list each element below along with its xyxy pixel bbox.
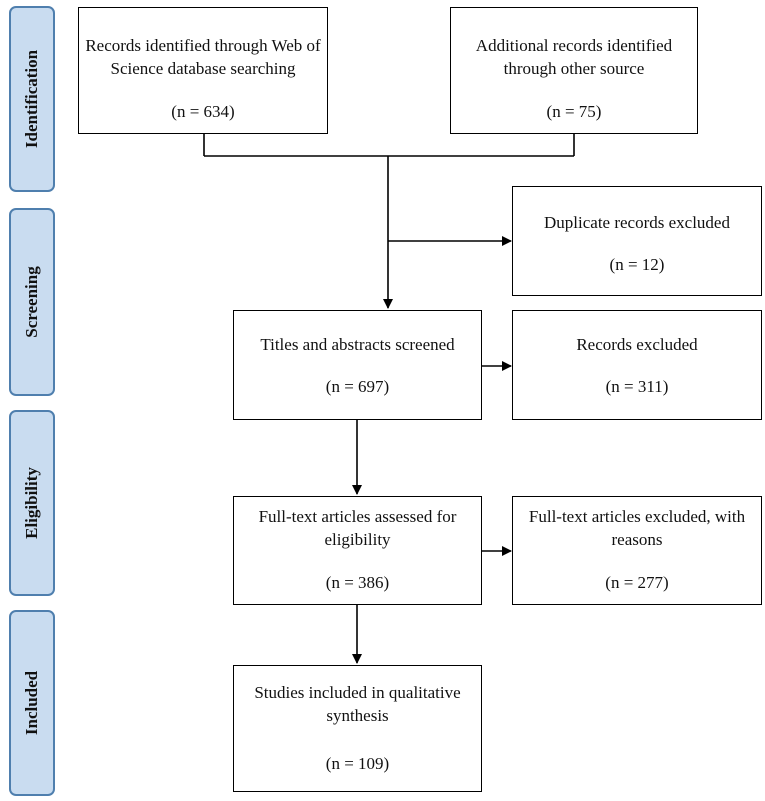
screened-count: (n = 697) bbox=[325, 377, 390, 396]
screened-text: Titles and abstracts screened bbox=[260, 335, 455, 354]
included-box: Studies included in qualitative synthesi… bbox=[233, 665, 482, 792]
fulltext-assessed-text: Full-text articles assessed for eligibil… bbox=[258, 507, 457, 549]
records-wos-count: (n = 634) bbox=[171, 102, 235, 121]
records-other-text: Additional records identified through ot… bbox=[475, 36, 673, 78]
screened-box: Titles and abstracts screened (n = 697) bbox=[233, 310, 482, 420]
records-other-box: Additional records identified through ot… bbox=[450, 7, 698, 134]
phase-screening: Screening bbox=[9, 208, 55, 396]
included-count: (n = 109) bbox=[325, 754, 390, 773]
fulltext-excluded-count: (n = 277) bbox=[605, 573, 669, 592]
duplicates-text: Duplicate records excluded bbox=[544, 213, 730, 232]
records-other-count: (n = 75) bbox=[546, 102, 602, 121]
fulltext-assessed-box: Full-text articles assessed for eligibil… bbox=[233, 496, 482, 605]
records-wos-box: Records identified through Web of Scienc… bbox=[78, 7, 328, 134]
fulltext-excluded-text: Full-text articles excluded, with reason… bbox=[528, 507, 746, 549]
fulltext-assessed-count: (n = 386) bbox=[325, 573, 390, 592]
records-excluded-text: Records excluded bbox=[576, 335, 698, 354]
records-excluded-count: (n = 311) bbox=[605, 377, 669, 396]
records-wos-text: Records identified through Web of Scienc… bbox=[85, 36, 321, 78]
duplicates-box: Duplicate records excluded (n = 12) bbox=[512, 186, 762, 296]
phase-eligibility: Eligibility bbox=[9, 410, 55, 596]
included-text: Studies included in qualitative synthesi… bbox=[254, 683, 461, 725]
phase-included: Included bbox=[9, 610, 55, 796]
fulltext-excluded-box: Full-text articles excluded, with reason… bbox=[512, 496, 762, 605]
records-excluded-box: Records excluded (n = 311) bbox=[512, 310, 762, 420]
duplicates-count: (n = 12) bbox=[609, 255, 665, 274]
phase-identification: Identification bbox=[9, 6, 55, 192]
